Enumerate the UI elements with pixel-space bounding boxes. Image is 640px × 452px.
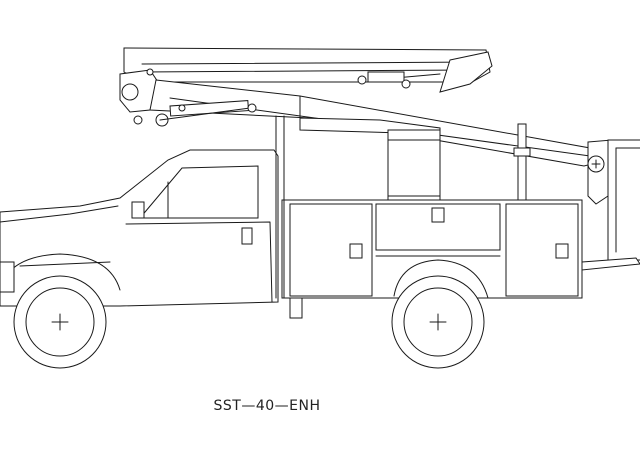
boom-assembly [119,47,640,261]
hood-line [0,205,119,223]
latch-1 [349,243,363,259]
side-mirror [131,201,145,219]
model-caption-text: SST—40—ENH [213,398,321,414]
boom-jib [439,51,493,93]
outrigger-pad [289,297,303,319]
boom-support-arm [517,123,527,201]
truck-cab [0,149,279,307]
knuckle-pin [121,83,139,101]
latch-3 [555,243,569,259]
turret-pedestal [387,129,441,201]
front-wheel [13,275,107,369]
cab-door [125,221,273,303]
door-handle [241,227,253,245]
latch-2 [431,207,445,223]
upper-boom [123,47,491,83]
upper-hydraulic-cylinder [367,71,405,83]
bucket-basket [607,139,640,261]
rear-wheel [391,275,485,369]
model-caption: SST—40—ENH [0,398,640,414]
aerial-bucket [587,139,640,261]
